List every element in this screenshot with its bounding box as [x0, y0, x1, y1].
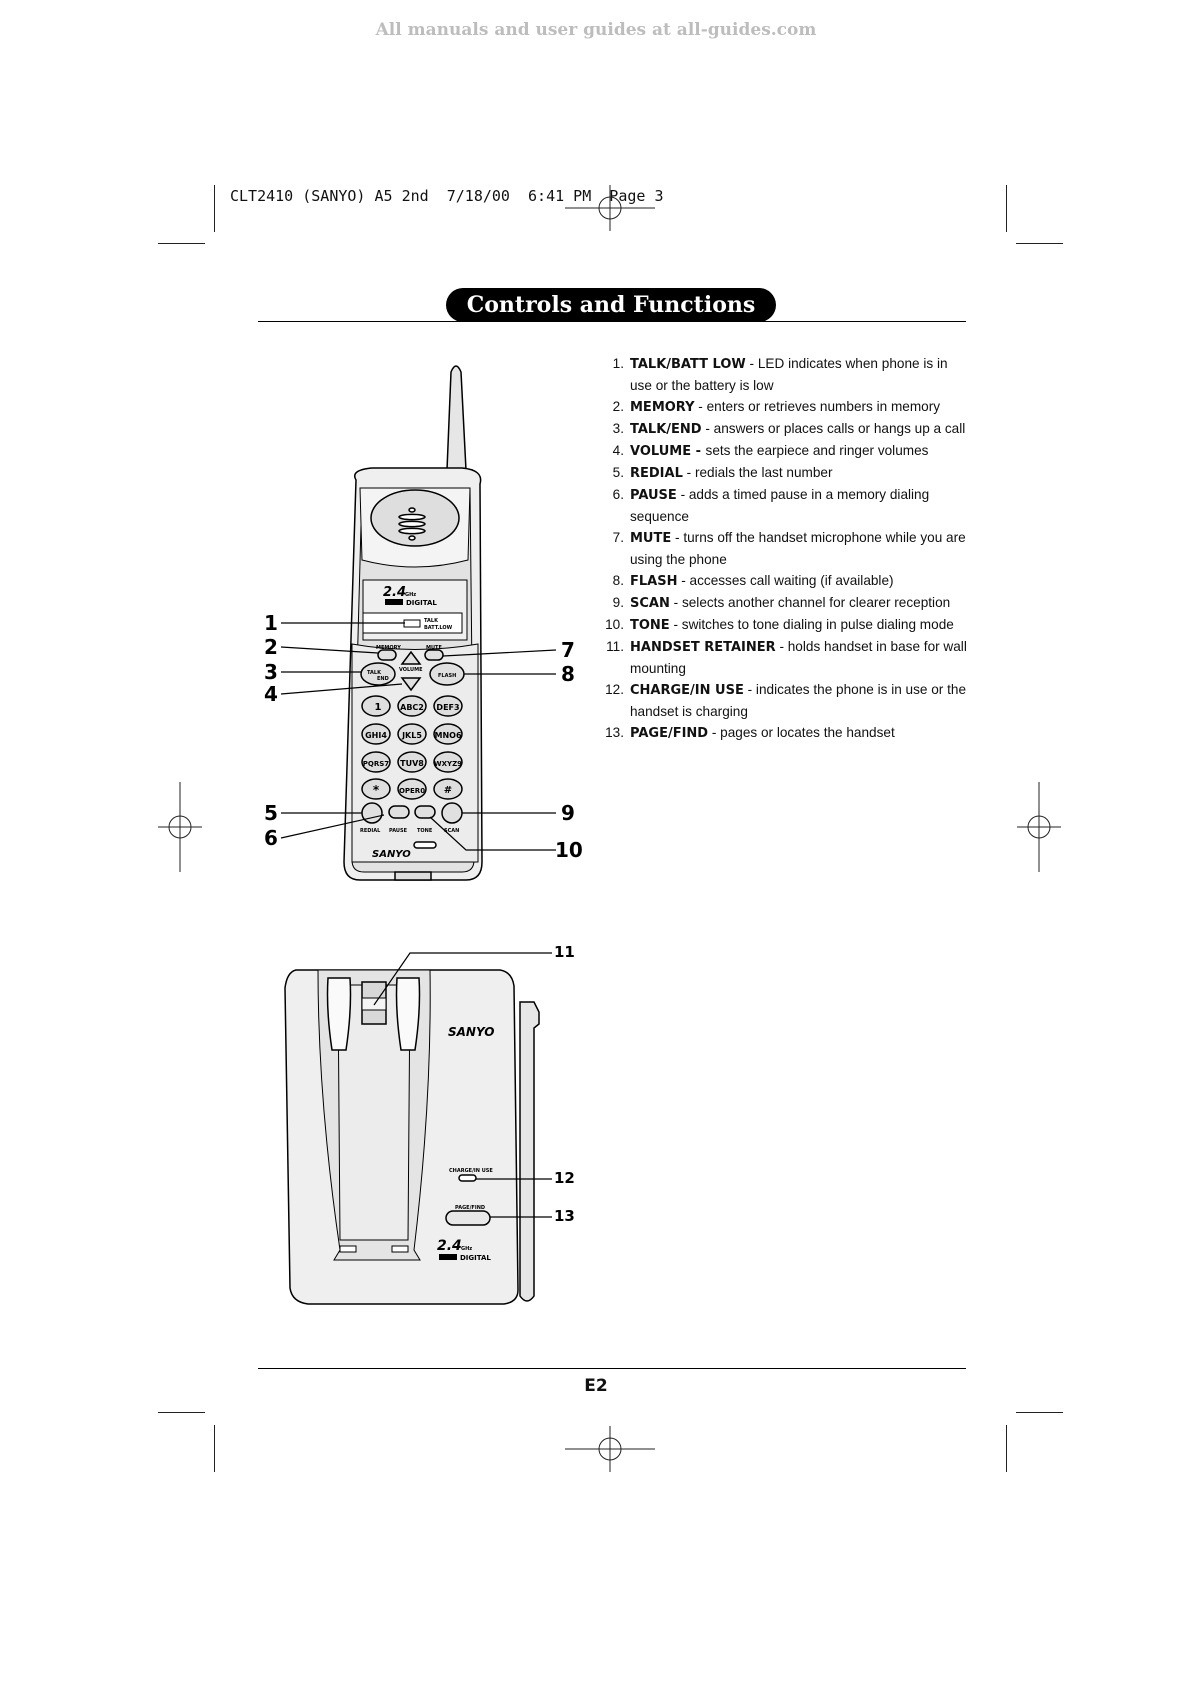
- base-band-unit: GHz: [461, 1246, 472, 1252]
- crop-mark: [1016, 1412, 1063, 1413]
- handset-digital: DIGITAL: [406, 599, 437, 607]
- list-item: 2.MEMORY - enters or retrieves numbers i…: [612, 399, 941, 415]
- handset-band-unit: GHz: [405, 592, 416, 598]
- talk-end-label: END: [377, 676, 389, 682]
- list-item: 11.HANDSET RETAINER - holds handset in b…: [606, 639, 967, 676]
- callout-8: 8: [561, 662, 575, 686]
- list-item: 1.TALK/BATT LOW - LED indicates when pho…: [612, 356, 948, 393]
- key-star: *: [373, 783, 380, 797]
- crop-mark: [214, 185, 215, 232]
- mute-label: MUTE: [426, 645, 442, 651]
- callout-12: 12: [554, 1169, 575, 1187]
- base-digital: DIGITAL: [460, 1254, 491, 1262]
- key-5: JKL5: [401, 731, 422, 740]
- callout-1: 1: [264, 611, 278, 635]
- charge-in-use-label: CHARGE/IN USE: [449, 1168, 493, 1174]
- talk-end-label: TALK: [367, 670, 382, 676]
- redial-label: REDIAL: [360, 828, 381, 834]
- volume-label: VOLUME: [399, 667, 423, 673]
- talk-batt-label: TALK: [424, 618, 439, 624]
- key-3: DEF3: [436, 703, 459, 712]
- memory-label: MEMORY: [376, 645, 401, 651]
- callout-10: 10: [555, 838, 583, 862]
- handset-brand: SANYO: [372, 849, 411, 860]
- list-item: 13.PAGE/FIND - pages or locates the hand…: [605, 725, 895, 741]
- key-6: MNO6: [434, 731, 461, 740]
- list-item: 9.SCAN - selects another channel for cle…: [612, 595, 951, 611]
- base-band: 2.4: [437, 1238, 462, 1254]
- footer-rule: [258, 1368, 966, 1369]
- scan-label: SCAN: [444, 828, 459, 834]
- talk-batt-label: BATT.LOW: [424, 625, 453, 631]
- list-item: 12.CHARGE/IN USE - indicates the phone i…: [605, 682, 967, 719]
- callout-7: 7: [561, 638, 575, 662]
- key-1: 1: [375, 702, 382, 713]
- pause-label: PAUSE: [389, 828, 408, 834]
- page-number: E2: [584, 1376, 608, 1396]
- callout-3: 3: [264, 660, 278, 684]
- handset-band: 2.4: [383, 585, 406, 600]
- key-hash: #: [444, 785, 452, 796]
- section-title-bar: Controls and Functions: [446, 288, 776, 322]
- list-item: 5.REDIAL - redials the last number: [612, 465, 833, 481]
- tone-label: TONE: [417, 828, 433, 834]
- callout-4: 4: [264, 682, 278, 706]
- section-title: Controls and Functions: [466, 292, 756, 318]
- base-brand: SANYO: [448, 1025, 494, 1039]
- callout-5: 5: [264, 801, 278, 825]
- key-8: TUV8: [400, 759, 424, 768]
- crop-mark: [1006, 1425, 1007, 1472]
- print-slug: CLT2410 (SANYO) A5 2nd 7/18/00 6:41 PM P…: [230, 187, 664, 205]
- crop-mark: [1006, 185, 1007, 232]
- list-item: 4.VOLUME - sets the earpiece and ringer …: [612, 443, 929, 459]
- controls-list: 1.TALK/BATT LOW - LED indicates when pho…: [604, 353, 970, 744]
- key-2: ABC2: [400, 703, 424, 712]
- page-find-label: PAGE/FIND: [455, 1205, 485, 1211]
- header-rule: [258, 321, 966, 322]
- crop-mark: [1016, 243, 1063, 244]
- list-item: 3.TALK/END - answers or places calls or …: [612, 421, 966, 437]
- callout-13: 13: [554, 1207, 575, 1225]
- list-item: 8.FLASH - accesses call waiting (if avai…: [612, 573, 894, 589]
- crop-mark: [214, 1425, 215, 1472]
- list-item: 10.TONE - switches to tone dialing in pu…: [605, 617, 954, 633]
- key-4: GHI4: [365, 731, 387, 740]
- crop-mark: [158, 1412, 205, 1413]
- flash-label: FLASH: [438, 673, 456, 679]
- callout-6: 6: [264, 826, 278, 850]
- key-9: WXYZ9: [434, 760, 462, 768]
- callout-9: 9: [561, 801, 575, 825]
- key-0: OPER0: [399, 787, 425, 795]
- list-item: 6.PAUSE - adds a timed pause in a memory…: [612, 487, 930, 524]
- list-item: 7.MUTE - turns off the handset microphon…: [612, 530, 966, 567]
- callout-11: 11: [554, 943, 575, 961]
- callout-2: 2: [264, 635, 278, 659]
- key-7: PQRS7: [363, 760, 390, 768]
- crop-mark: [158, 243, 205, 244]
- watermark: All manuals and user guides at all-guide…: [375, 20, 817, 40]
